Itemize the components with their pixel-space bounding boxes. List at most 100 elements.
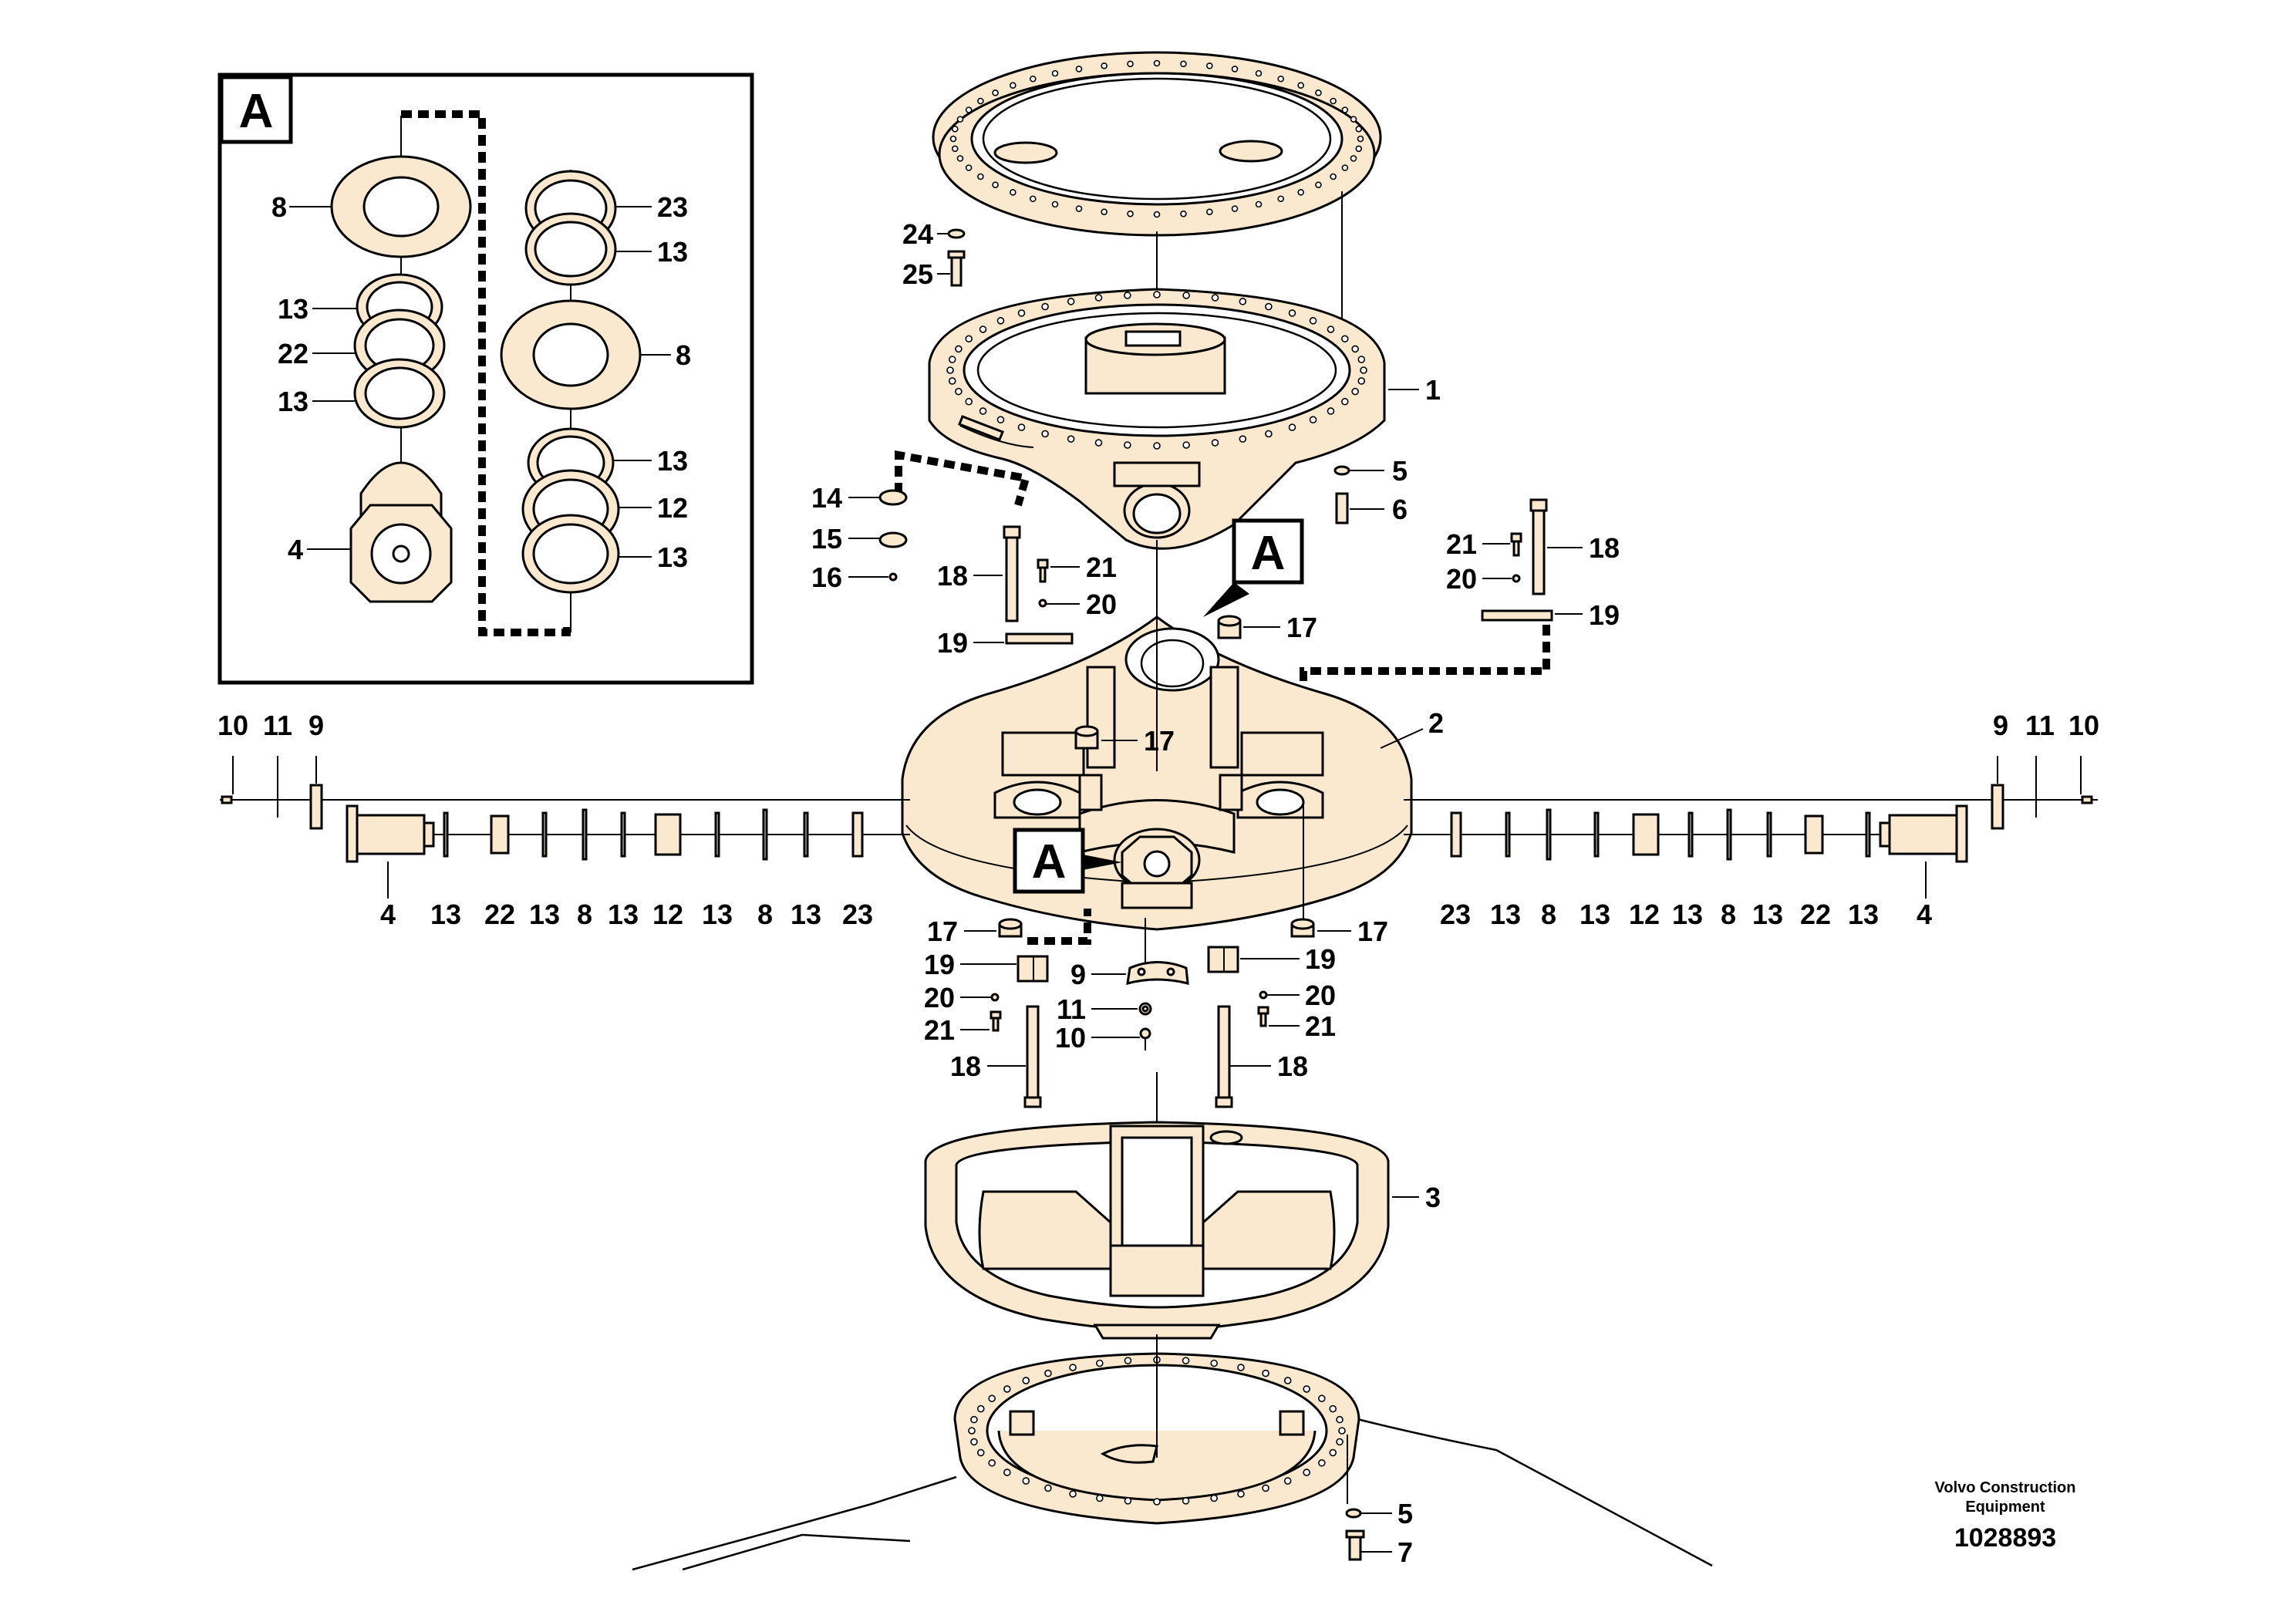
bolt-hole — [1318, 1394, 1326, 1403]
bolt-set-upper-left — [1003, 525, 1074, 645]
callout-12-right: 12 — [1629, 899, 1660, 930]
bolt-hole — [1318, 1458, 1326, 1467]
callout-14: 14 — [811, 482, 842, 514]
bolt-hole — [979, 325, 987, 333]
right-pin-stack — [1450, 756, 2093, 899]
bolt-hole — [1180, 60, 1187, 68]
detail-callout-13-c: 13 — [657, 236, 688, 268]
bolt-hole — [1101, 208, 1108, 215]
callout-25: 25 — [902, 258, 933, 290]
detail-callout-22: 22 — [278, 338, 308, 369]
bolt-set-lower-right — [1207, 946, 1269, 1108]
callout-8-left-a: 8 — [577, 899, 592, 930]
left-end-callouts: 10 11 9 — [217, 710, 324, 741]
stack-ring — [1546, 808, 1552, 861]
bolt-hole — [1067, 298, 1075, 305]
bolt-hole — [1315, 181, 1322, 188]
bolt-hole — [1255, 69, 1263, 77]
callout-21-upper-right: 21 — [1446, 528, 1477, 560]
center-lock-set — [1126, 961, 1189, 1050]
bolt-hole — [1329, 1404, 1337, 1413]
lower-housing-3 — [924, 1121, 1390, 1340]
bolt-hole — [946, 366, 954, 374]
bolt-hole — [1182, 292, 1190, 299]
callout-20-upper-left: 20 — [1086, 588, 1117, 620]
callout-17-mid: 17 — [1144, 725, 1175, 757]
callout-10-right: 10 — [2068, 710, 2099, 741]
bolt-hole — [1338, 1427, 1346, 1435]
callout-5-bottom: 5 — [1397, 1498, 1413, 1529]
callout-4-right: 4 — [1917, 899, 1932, 930]
detail-callout-13-d: 13 — [657, 445, 688, 477]
bolt-hole — [1127, 60, 1134, 68]
bolt-hole — [1153, 1498, 1161, 1506]
bolt-hole — [1357, 135, 1364, 143]
bolt-hole — [1124, 441, 1131, 449]
bolt-hole — [1029, 195, 1037, 203]
detail-ref-a-lower: A — [1013, 828, 1122, 894]
stack-ring — [541, 811, 548, 858]
callout-2: 2 — [1428, 707, 1444, 739]
bolt-hole — [1309, 317, 1317, 325]
callout-20-lower-right: 20 — [1305, 980, 1336, 1011]
shims-14-15-16 — [878, 489, 908, 582]
bolt-set-upper-right — [1481, 498, 1553, 622]
callout-13-right-c: 13 — [1672, 899, 1703, 930]
bolt-hole — [1153, 211, 1161, 218]
callout-11-right: 11 — [2025, 710, 2055, 741]
callout-16: 16 — [811, 561, 842, 593]
stack-ring — [1505, 811, 1511, 858]
bolt-hole — [1101, 62, 1108, 69]
callout-17-lower-right: 17 — [1357, 916, 1388, 947]
bolt-hole — [1265, 430, 1273, 438]
bolt-hole — [1330, 97, 1337, 105]
bolt-hole — [996, 416, 1005, 423]
bolt-hole — [992, 181, 999, 188]
bolt-hole — [1309, 416, 1317, 423]
bolt-hole — [1180, 210, 1187, 218]
bolt-25 — [947, 228, 966, 287]
callout-6: 6 — [1392, 494, 1408, 525]
bolt-hole — [1067, 435, 1075, 443]
callout-19-upper-right: 19 — [1589, 599, 1620, 631]
callout-19-lower-right: 19 — [1305, 943, 1336, 975]
callout-13-left-a: 13 — [430, 899, 461, 930]
detail-callout-13-a: 13 — [278, 293, 308, 325]
bolt-hole — [1355, 145, 1363, 153]
bolt-hole — [1265, 302, 1273, 311]
bolt-hole — [955, 387, 963, 396]
callout-15: 15 — [811, 523, 842, 555]
bolt-hole — [1360, 366, 1367, 374]
bolt-hole — [1041, 302, 1049, 311]
callout-19-upper-left: 19 — [937, 627, 968, 659]
callout-13-right-a: 13 — [1490, 899, 1521, 930]
callout-18-upper-right: 18 — [1589, 532, 1620, 564]
callout-11-left: 11 — [263, 710, 292, 741]
stack-ring — [851, 811, 864, 858]
bolt-hole — [1340, 335, 1349, 343]
bolt-hole — [1341, 106, 1349, 113]
callout-12-left: 12 — [652, 899, 683, 930]
bolt-hole — [955, 345, 963, 353]
lock-plate-9 — [1991, 784, 2004, 830]
base-frame-outline — [632, 1418, 1713, 1571]
bolt-hole — [1355, 125, 1363, 133]
callout-22-right: 22 — [1800, 899, 1831, 930]
bolt-hole — [1336, 1438, 1344, 1446]
bolt-hole — [1096, 1494, 1104, 1502]
credit-line-2: Equipment — [1965, 1499, 2045, 1516]
bolt-hole — [1297, 188, 1304, 196]
right-end-callouts: 9 11 10 — [1993, 710, 2099, 741]
bolt-hole — [1350, 155, 1357, 162]
bolt-hole — [949, 135, 957, 143]
bolt-hole — [1124, 1357, 1132, 1364]
bolt-hole — [1094, 439, 1103, 447]
bolt-hole — [948, 377, 956, 385]
bolt-hole — [1297, 82, 1304, 89]
detail-callout-13-b: 13 — [278, 386, 308, 417]
callout-7: 7 — [1397, 1536, 1413, 1568]
bolt-hole — [1351, 387, 1359, 396]
detail-right-stack — [500, 170, 642, 632]
nut-17-mid — [1074, 725, 1099, 750]
right-row-callouts: 23 13 8 13 12 13 8 13 22 13 4 — [1440, 899, 1932, 930]
